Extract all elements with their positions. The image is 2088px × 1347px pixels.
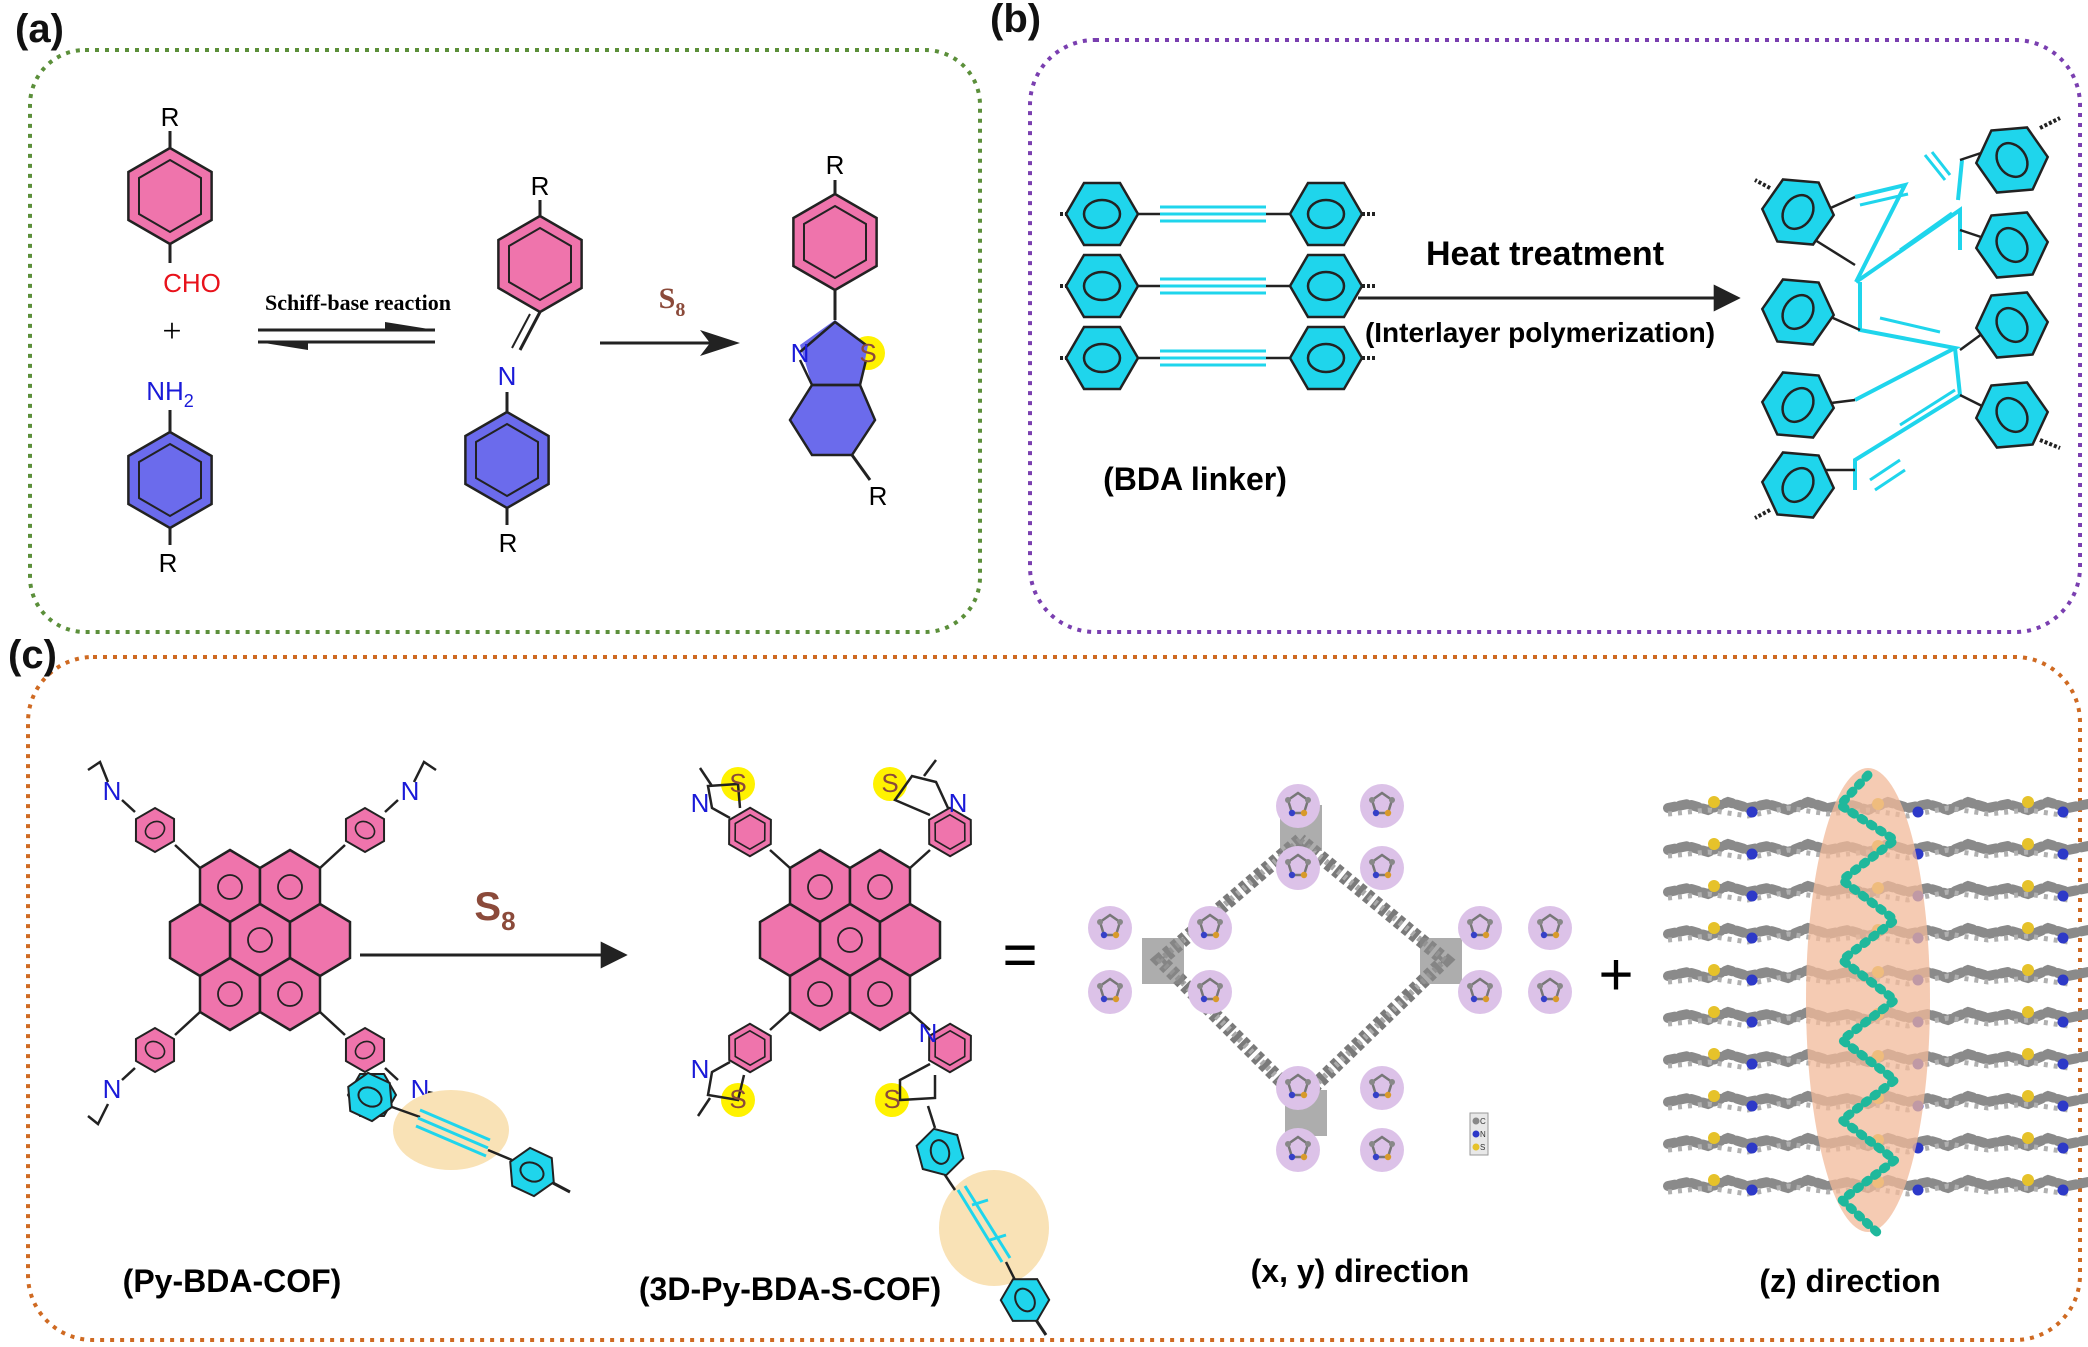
legend-atom-s: S [1480,1143,1485,1152]
thiazole-top-r-label: R [826,150,845,180]
panel-a: (a) R CHO + NH2 R Schiff-base reaction [15,7,982,634]
xy-direction-pore [1086,782,1574,1174]
panel-c-border [26,655,2082,1342]
panel-b: (b) [990,0,2082,634]
py-cof-n-top-left: N [103,776,122,806]
s-cof-s-top-left: S [729,768,746,798]
plus-sign-c: + [1598,941,1633,1008]
imine-top-r-label: R [531,171,550,201]
s-cof-s-bottom-left: S [729,1084,746,1114]
s-cof-n-top-right: N [949,788,968,818]
aldehyde-group-label: CHO [163,268,221,298]
panel-a-label: (a) [15,7,64,51]
thiazole-s-label: S [859,338,876,368]
z-column-highlight [1806,768,1930,1232]
bda-linker-caption: (BDA linker) [1103,461,1287,497]
interlayer-polymerization-label: (Interlayer polymerization) [1365,317,1715,348]
benzothiazole-molecule: R N S R [788,150,888,511]
py-cof-n-bottom-left: N [103,1074,122,1104]
atom-color-legend: C N S [1469,1112,1489,1156]
panel-a-border [28,48,982,634]
aldehyde-r-label: R [161,102,180,132]
s-cof-s-top-right: S [881,768,898,798]
plus-sign-a: + [162,313,181,350]
imine-bottom-r-label: R [499,528,518,558]
heat-treatment-label: Heat treatment [1426,235,1664,273]
polydiacetylene-network [1750,111,2061,534]
s-cof-n-top-left: N [691,788,710,818]
panel-c-label: (c) [8,633,57,677]
z-direction-caption: (z) direction [1759,1263,1940,1299]
s-cof-s-bottom-right: S [883,1084,900,1114]
3d-py-bda-s-cof-caption: (3D-Py-BDA-S-COF) [639,1271,941,1307]
z-direction-stack [1668,768,2088,1240]
sulfur-highlight-tr [873,767,907,801]
panel-b-label: (b) [990,0,1041,41]
schiff-base-label: Schiff-base reaction [265,290,451,315]
3d-py-bda-s-cof-structure: N S S N N S S N [691,759,1057,1336]
panel-c: (c) N N [8,633,2088,1342]
amine-group-label: NH2 [146,376,194,411]
thiazole-bottom-r-label: R [869,481,888,511]
aldehyde-molecule: R CHO [127,102,221,298]
imine-molecule: R N R [464,171,583,558]
equals-sign: = [1002,921,1037,988]
legend-atom-n: N [1480,1130,1486,1139]
xy-direction-caption: (x, y) direction [1251,1253,1470,1289]
thiazole-n-label: N [791,338,810,368]
s-cof-n-bottom-left: N [691,1054,710,1084]
legend-atom-c: C [1480,1117,1486,1126]
imine-n-label: N [498,361,517,391]
py-bda-cof-structure: N N N N [87,760,571,1203]
bda-linker-stack [1060,181,1376,391]
amine-r-label: R [159,548,178,578]
equilibrium-arrow [258,322,435,350]
amine-molecule: NH2 R [127,376,213,578]
s8-label-c: S8 [474,885,515,936]
s8-label-a: S8 [659,282,686,321]
py-cof-n-top-right: N [401,776,420,806]
panel-b-border [1028,38,2082,634]
alkyne-highlight-s-cof [939,1170,1049,1286]
py-bda-cof-caption: (Py-BDA-COF) [123,1263,342,1299]
s-cof-n-bottom-right: N [919,1018,938,1048]
